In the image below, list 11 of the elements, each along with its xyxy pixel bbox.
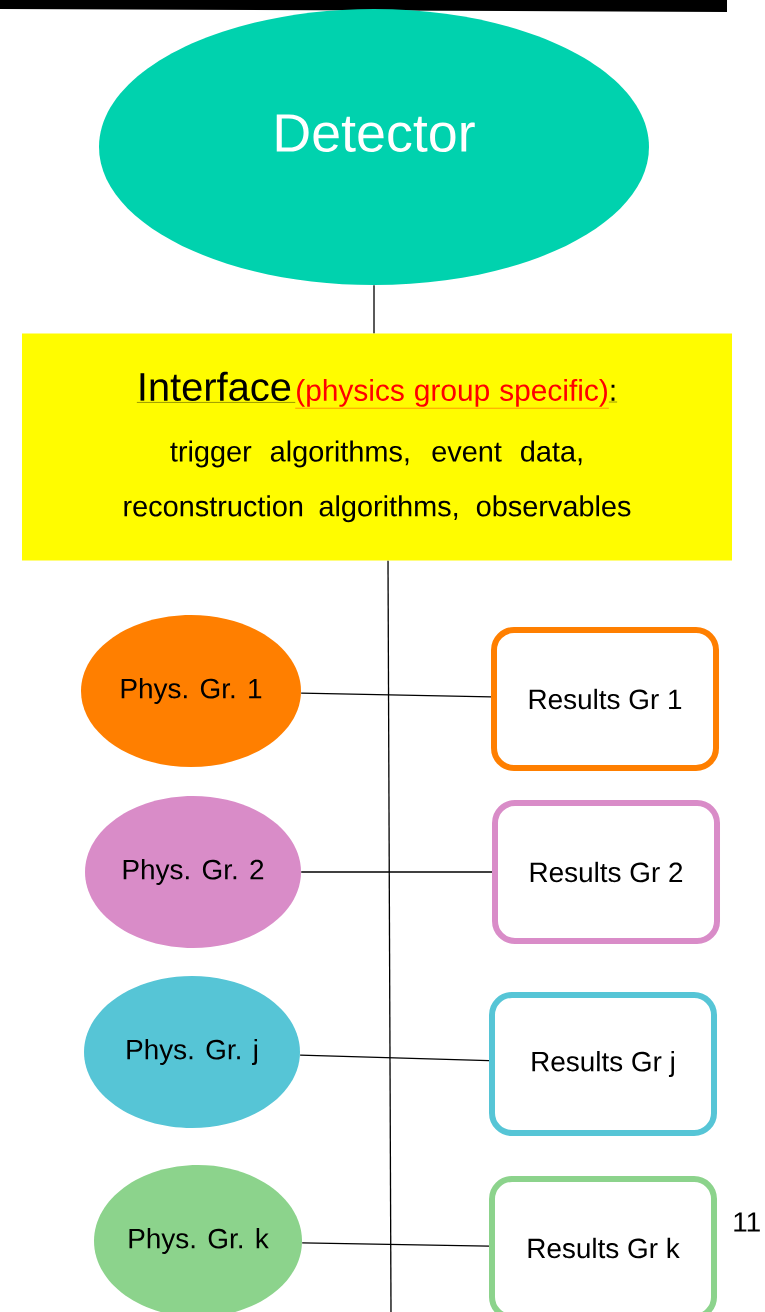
results-box: Results Gr k	[489, 1176, 717, 1312]
results-box: Results Gr j	[489, 992, 717, 1136]
connector-line	[387, 560, 392, 1312]
results-box: Results Gr 2	[492, 800, 720, 944]
connector-line	[299, 1054, 490, 1062]
results-box: Results Gr 1	[491, 627, 719, 771]
page-number: 11	[734, 1212, 760, 1232]
connector-line	[373, 284, 375, 334]
connector-line	[301, 1242, 490, 1247]
connector-line	[300, 692, 492, 698]
connector-line	[300, 871, 493, 873]
